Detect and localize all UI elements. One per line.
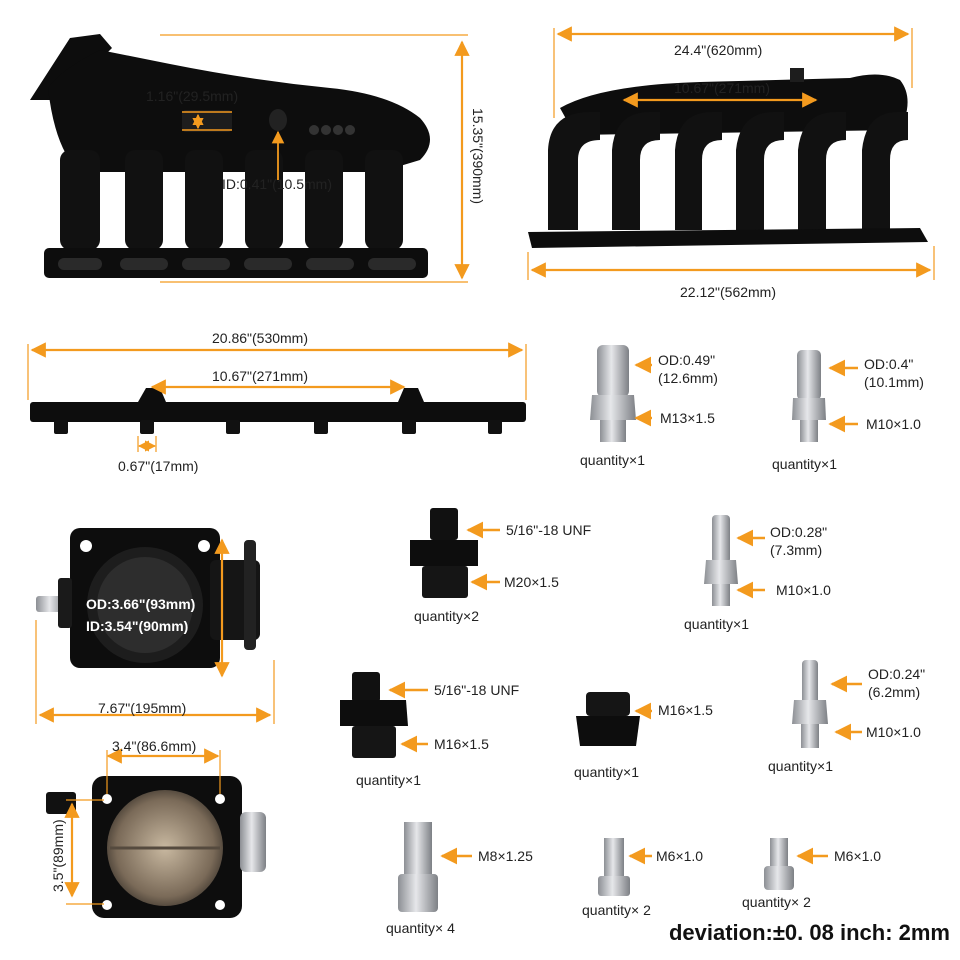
fitting2-qty-label: quantity×1	[772, 456, 837, 472]
throttle-body-rear-image	[46, 776, 266, 918]
manifold-top-width-label: 24.4"(620mm)	[674, 42, 763, 58]
bolt-m6-flange-image	[598, 838, 630, 896]
plug-thread-label: M16×1.5	[658, 702, 713, 718]
plug-qty-label: quantity×1	[574, 764, 639, 780]
manifold-height-label: 15.35"(390mm)	[470, 108, 486, 205]
rail-mount-span-label: 10.67"(271mm)	[212, 368, 309, 384]
bolt-m8-image	[398, 822, 438, 912]
deviation-note: deviation:±0. 08 inch: 2mm	[668, 920, 950, 945]
bolt-m6-b-thread-label: M6×1.0	[834, 848, 882, 864]
fitting7-od-label: OD:0.24"	[868, 666, 926, 682]
fitting4-qty-label: quantity×1	[684, 616, 749, 632]
fitting4-od-label: OD:0.28"	[770, 524, 828, 540]
fitting1-od-mm-label: (12.6mm)	[658, 370, 718, 386]
fitting3-qty-label: quantity×2	[414, 608, 479, 624]
fitting-barb-m10-a-image	[792, 350, 826, 442]
fitting1-thread-label: M13×1.5	[660, 410, 715, 426]
throttle-id-label: ID:3.54"(90mm)	[86, 618, 189, 634]
fitting2-thread-label: M10×1.0	[866, 416, 921, 432]
bolt-m8-qty-label: quantity× 4	[386, 920, 455, 936]
manifold-port-size-label: 1.16"(29.5mm)	[146, 88, 239, 104]
manifold-id-label: ID:0.41"(10.5mm)	[222, 176, 333, 192]
rail-injector-port-label: 0.67"(17mm)	[118, 458, 199, 474]
fitting5-qty-label: quantity×1	[356, 772, 421, 788]
fitting-barb-m13-image	[590, 345, 636, 442]
throttle-od-label: OD:3.66"(93mm)	[86, 596, 196, 612]
bolt-m6-a-qty-label: quantity× 2	[582, 902, 651, 918]
fitting1-od-label: OD:0.49"	[658, 352, 716, 368]
fitting4-thread-label: M10×1.0	[776, 582, 831, 598]
throttle-bolt-span-label: 3.4"(86.6mm)	[112, 738, 197, 754]
fitting2-od-mm-label: (10.1mm)	[864, 374, 924, 390]
fitting1-qty-label: quantity×1	[580, 452, 645, 468]
fitting-barb-m10-c-image	[792, 660, 828, 748]
throttle-height-label: 3.5"(89mm)	[50, 819, 66, 892]
bolt-m8-thread-label: M8×1.25	[478, 848, 533, 864]
rail-length-label: 20.86"(530mm)	[212, 330, 309, 346]
bolt-m6-a-thread-label: M6×1.0	[656, 848, 704, 864]
fitting7-od-mm-label: (6.2mm)	[868, 684, 921, 700]
fitting4-od-mm-label: (7.3mm)	[770, 542, 823, 558]
intake-manifold-front-image	[30, 34, 430, 278]
fitting7-qty-label: quantity×1	[768, 758, 833, 774]
fitting3-top-thread-label: 5/16"-18 UNF	[506, 522, 592, 538]
fitting5-thread-label: M16×1.5	[434, 736, 489, 752]
fitting5-top-thread-label: 5/16"-18 UNF	[434, 682, 520, 698]
throttle-width-label: 7.67"(195mm)	[98, 700, 187, 716]
bolt-m6-socket-image	[764, 838, 794, 890]
fitting-an-m20-image	[410, 508, 478, 598]
fitting3-thread-label: M20×1.5	[504, 574, 559, 590]
fitting2-od-label: OD:0.4"	[864, 356, 914, 372]
manifold-base-width-label: 22.12"(562mm)	[680, 284, 777, 300]
manifold-runner-span-label: 10.67"(271mm)	[674, 80, 771, 96]
fitting-barb-m10-b-image	[704, 515, 738, 606]
bolt-m6-b-qty-label: quantity× 2	[742, 894, 811, 910]
plug-m16-image	[576, 692, 640, 746]
fuel-rail-image	[30, 388, 526, 434]
fitting-an-m16-image	[340, 672, 408, 758]
fitting7-thread-label: M10×1.0	[866, 724, 921, 740]
